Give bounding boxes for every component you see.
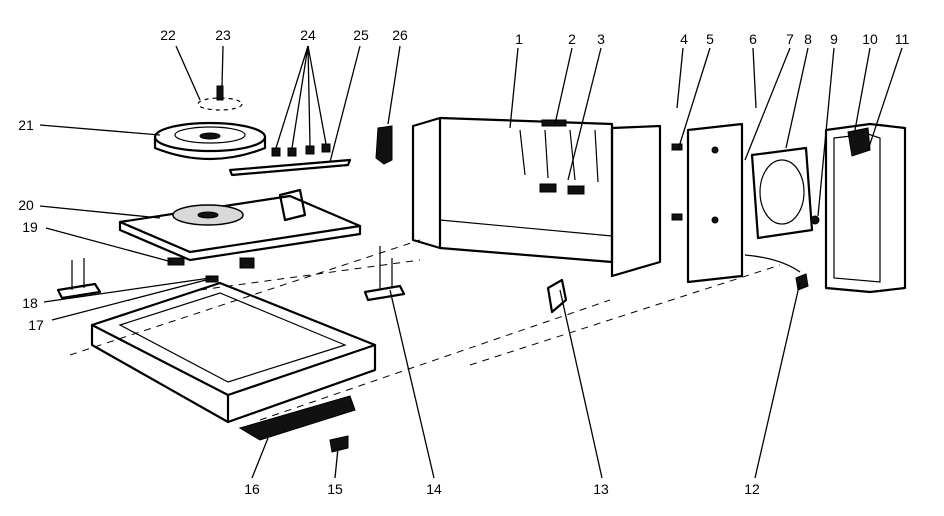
connector-plug bbox=[795, 273, 809, 291]
callout-label: 15 bbox=[327, 481, 343, 497]
callout-label: 2 bbox=[568, 31, 576, 47]
callout-label: 17 bbox=[28, 317, 44, 333]
callout-label: 19 bbox=[22, 219, 38, 235]
callout-label: 3 bbox=[597, 31, 605, 47]
mounting-pad bbox=[56, 258, 102, 300]
mounting-bracket bbox=[375, 125, 393, 165]
assembly-guide-lines bbox=[69, 239, 781, 421]
callout-label: 25 bbox=[353, 27, 369, 43]
callout-leaders bbox=[39, 45, 903, 479]
speaker bbox=[750, 146, 820, 240]
callout-label: 12 bbox=[744, 481, 760, 497]
callout-label: 1 bbox=[515, 31, 523, 47]
callout-label: 6 bbox=[749, 31, 757, 47]
callout-label: 4 bbox=[680, 31, 688, 47]
back-panel bbox=[671, 122, 801, 284]
callout-label: 21 bbox=[18, 117, 34, 133]
callout-label: 18 bbox=[22, 295, 38, 311]
retaining-clips bbox=[271, 143, 331, 157]
base-tray bbox=[90, 281, 377, 441]
callout-label: 13 bbox=[593, 481, 609, 497]
callout-label: 22 bbox=[160, 27, 176, 43]
callout-label: 26 bbox=[392, 27, 408, 43]
callout-label: 5 bbox=[706, 31, 714, 47]
turntable-platter bbox=[153, 121, 267, 161]
small-clip bbox=[205, 275, 219, 283]
callout-label: 14 bbox=[426, 481, 442, 497]
callout-label: 9 bbox=[830, 31, 838, 47]
foot-pad bbox=[329, 435, 349, 453]
callout-label: 8 bbox=[804, 31, 812, 47]
spindle-washer bbox=[197, 85, 243, 111]
motor-board bbox=[118, 188, 362, 269]
callout-label: 23 bbox=[215, 27, 231, 43]
latch bbox=[546, 278, 568, 314]
callout-labels: 1 2 3 4 5 6 7 8 9 10 11 12 13 14 15 16 1… bbox=[18, 27, 909, 497]
callout-label: 11 bbox=[895, 31, 910, 47]
tone-arm bbox=[228, 158, 352, 177]
callout-label: 24 bbox=[300, 27, 316, 43]
callout-label: 10 bbox=[862, 31, 878, 47]
callout-label: 16 bbox=[244, 481, 260, 497]
front-grille bbox=[824, 122, 907, 294]
hinge-support bbox=[363, 246, 406, 302]
cabinet-body bbox=[411, 116, 662, 278]
callout-label: 7 bbox=[786, 31, 794, 47]
callout-label: 20 bbox=[18, 197, 34, 213]
